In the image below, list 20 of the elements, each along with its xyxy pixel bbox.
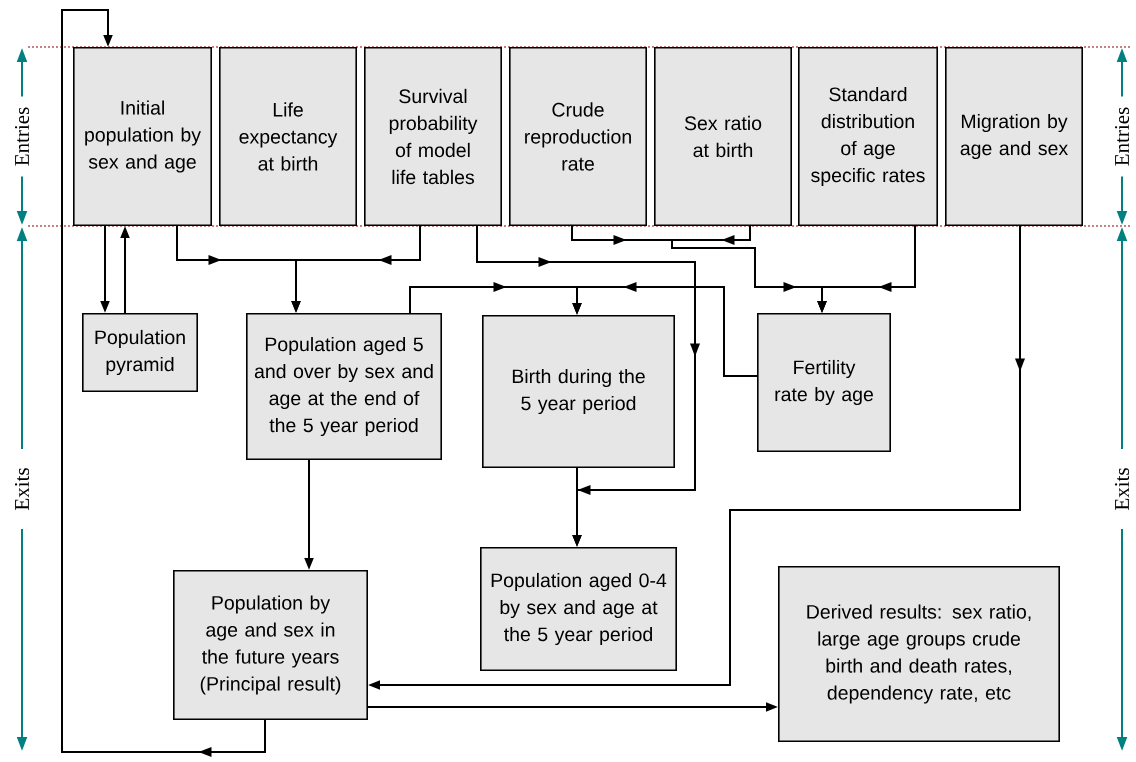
process-box: Fertility rate by age	[757, 313, 891, 452]
process-box: Survival probability of model life tables	[364, 47, 502, 226]
process-box: Derived results: sex ratio, large age groups crude birth and death rates, dependency rate, etc	[778, 566, 1060, 742]
process-box: Population aged 5 and over by sex and age at the end of the 5 year period	[246, 313, 442, 460]
process-box: Life expectancy at birth	[219, 47, 357, 226]
arrow	[572, 282, 758, 377]
process-box: Initial population by sex and age	[73, 47, 212, 226]
process-box: Population by age and sex in the future years (Principal result)	[173, 570, 368, 720]
process-box: Population pyramid	[82, 313, 198, 392]
process-box: Sex ratio at birth	[654, 47, 792, 226]
process-box: Migration by age and sex	[945, 47, 1083, 226]
process-box: Standard distribution of age specific rates	[798, 47, 938, 226]
process-box: Birth during the 5 year period	[482, 315, 675, 468]
side-label: Entries	[14, 107, 30, 166]
side-label: Exits	[1114, 468, 1130, 510]
side-label: Exits	[14, 468, 30, 510]
arrow	[61, 9, 266, 757]
process-box: Population aged 0-4 by sex and age at the 5 year period	[480, 547, 677, 671]
side-label: Entries	[1114, 107, 1130, 166]
process-box: Crude reproduction rate	[509, 47, 647, 226]
